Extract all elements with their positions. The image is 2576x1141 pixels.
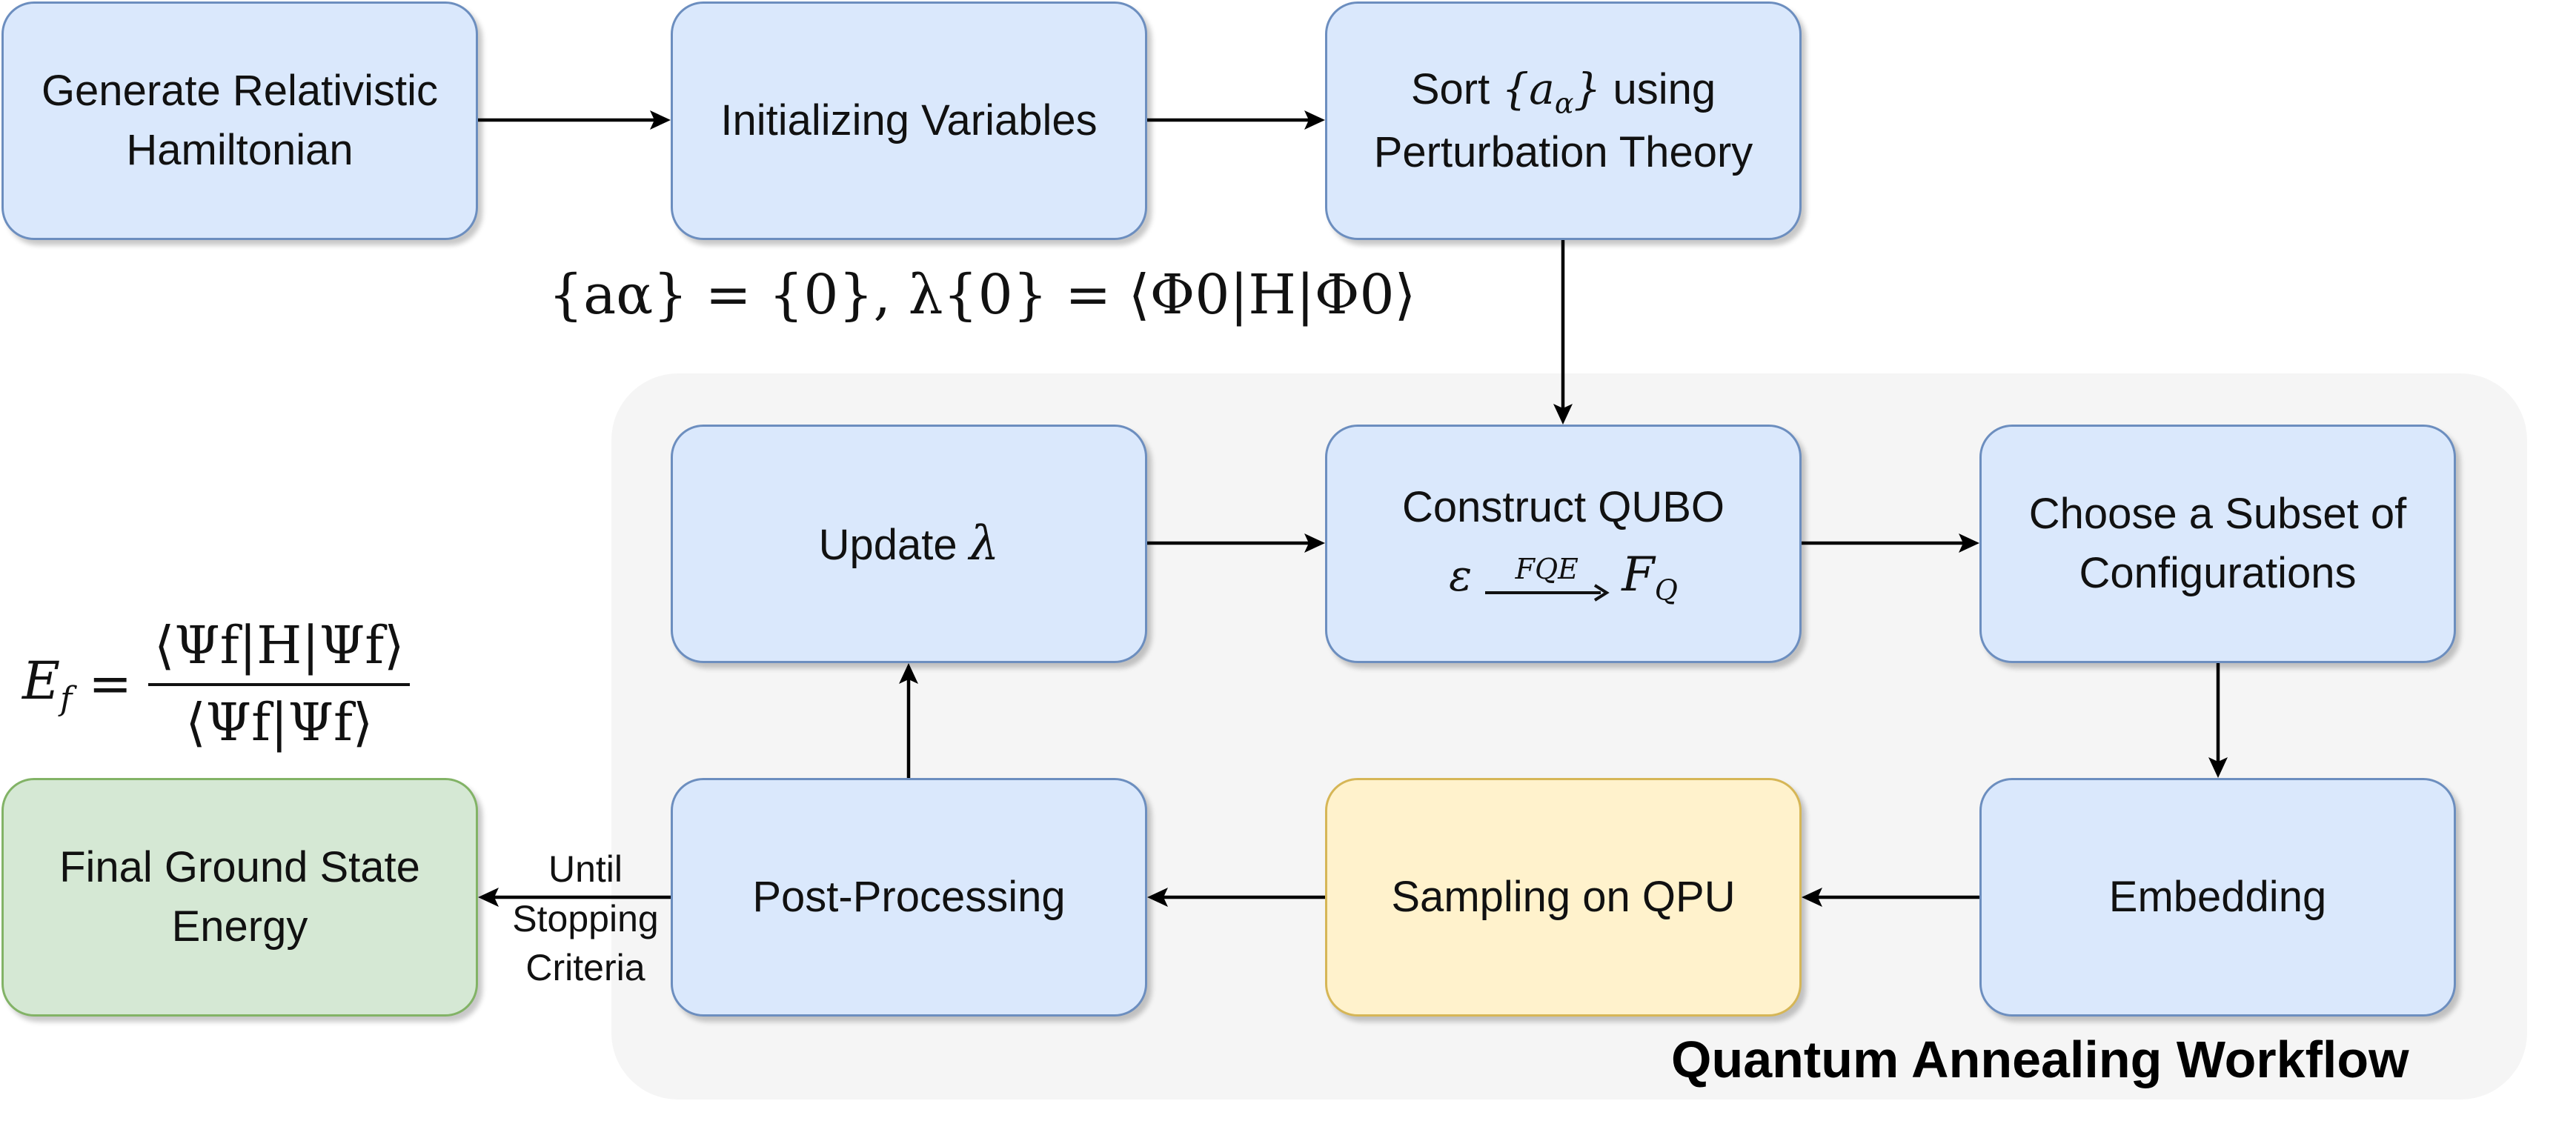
node-label: Choose a Subset of <box>2028 489 2407 538</box>
lambda-math: λ <box>969 516 1000 571</box>
arrowhead <box>1304 110 1325 130</box>
node-label: Configurations <box>2079 549 2357 597</box>
node-label: Construct QUBO <box>1401 483 1725 532</box>
node-label: Hamiltonian <box>126 126 353 174</box>
sampling-qpu-node: Sampling on QPU <box>1325 778 1802 1017</box>
post-processing-node: Post-Processing <box>671 778 1147 1017</box>
node-label: Sampling on QPU <box>1391 872 1736 921</box>
node-label-line1: Sort {aα} using <box>1411 59 1716 123</box>
energy-denominator: ⟨Ψf|Ψf⟩ <box>185 692 374 753</box>
node-label: Final Ground State <box>59 842 420 891</box>
arrowhead <box>650 110 671 130</box>
stopping-label: Stopping <box>512 897 659 939</box>
generate-hamiltonian-node: Generate Relativistic Hamiltonian <box>1 1 478 240</box>
energy-lhs: Ef <box>22 650 73 718</box>
node-label: Energy <box>171 902 308 951</box>
criteria-label: Criteria <box>525 947 645 988</box>
node-label-line2: Perturbation Theory <box>1373 128 1753 176</box>
equals-sign: = <box>88 653 133 714</box>
choose-subset-node: Choose a Subset of Configurations <box>1979 425 2456 663</box>
node-label: Embedding <box>2108 872 2327 921</box>
sort-perturbation-node: Sort {aα} using Perturbation Theory <box>1325 1 1802 240</box>
initializing-variables-node: Initializing Variables <box>671 1 1147 240</box>
update-lambda-node: Update λ <box>671 425 1147 663</box>
energy-numerator: ⟨Ψf|H|Ψf⟩ <box>148 615 411 686</box>
right-arrow-icon <box>1485 584 1610 602</box>
region-title: Quantum Annealing Workflow <box>1671 1031 2409 1088</box>
using-text: using <box>1601 64 1716 113</box>
sort-text: Sort <box>1410 64 1502 113</box>
energy-fraction: ⟨Ψf|H|Ψf⟩ ⟨Ψf|Ψf⟩ <box>148 615 411 753</box>
energy-formula: Ef = ⟨Ψf|H|Ψf⟩ ⟨Ψf|Ψf⟩ <box>22 615 411 753</box>
node-label: Post-Processing <box>752 872 1066 921</box>
final-ground-state-node: Final Ground State Energy <box>1 778 478 1017</box>
until-label: Until <box>548 848 623 890</box>
until-stopping-criteria: Until Stopping Criteria <box>489 845 682 993</box>
node-label: Generate Relativistic <box>41 66 439 115</box>
sort-set-math: {aα} <box>1501 63 1601 120</box>
node-label: Initializing Variables <box>720 96 1098 144</box>
embedding-node: Embedding <box>1979 778 2456 1017</box>
init-formula: {aα} = {0}, λ{0} = ⟨Φ0|H|Φ0⟩ <box>548 263 1416 327</box>
node-label: Update λ <box>818 516 1000 571</box>
fqe-arrow: FQE <box>1484 555 1610 602</box>
